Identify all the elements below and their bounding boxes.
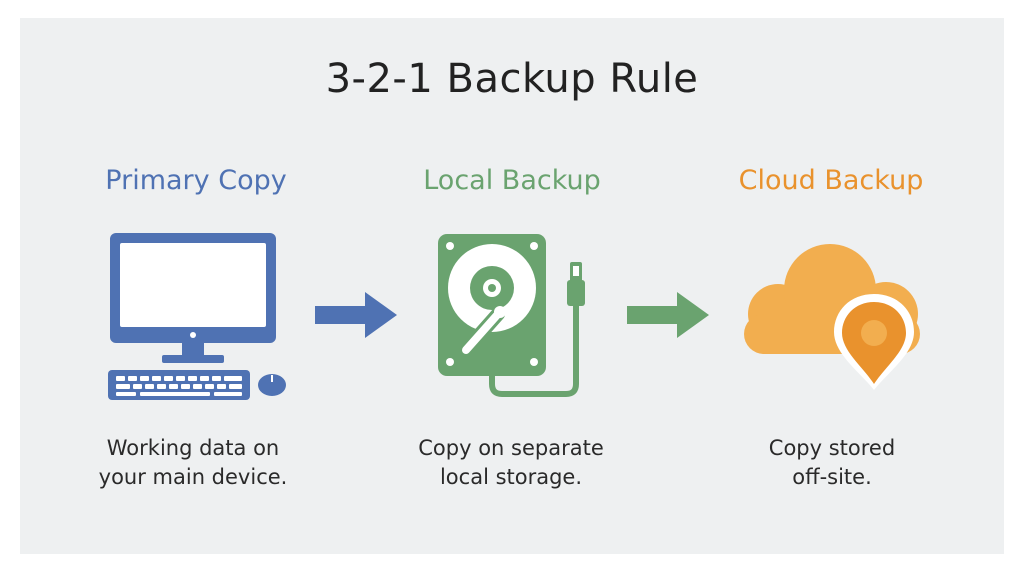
primary-copy-title: Primary Copy <box>105 165 287 196</box>
desktop-computer-icon <box>108 233 286 400</box>
cloud-backup-description: Copy stored off-site. <box>768 436 896 489</box>
primary-copy-description: Working data on your main device. <box>98 436 288 489</box>
arrow-right-icon <box>627 292 709 338</box>
cloud-location-icon <box>744 244 920 390</box>
cloud-backup-title: Cloud Backup <box>738 165 924 196</box>
local-backup-title: Local Backup <box>423 165 601 196</box>
local-backup-description: Copy on separate local storage. <box>418 436 604 489</box>
arrow-right-icon <box>315 292 397 338</box>
diagram-title: 3-2-1 Backup Rule <box>325 56 699 102</box>
external-hard-drive-icon <box>438 234 585 397</box>
